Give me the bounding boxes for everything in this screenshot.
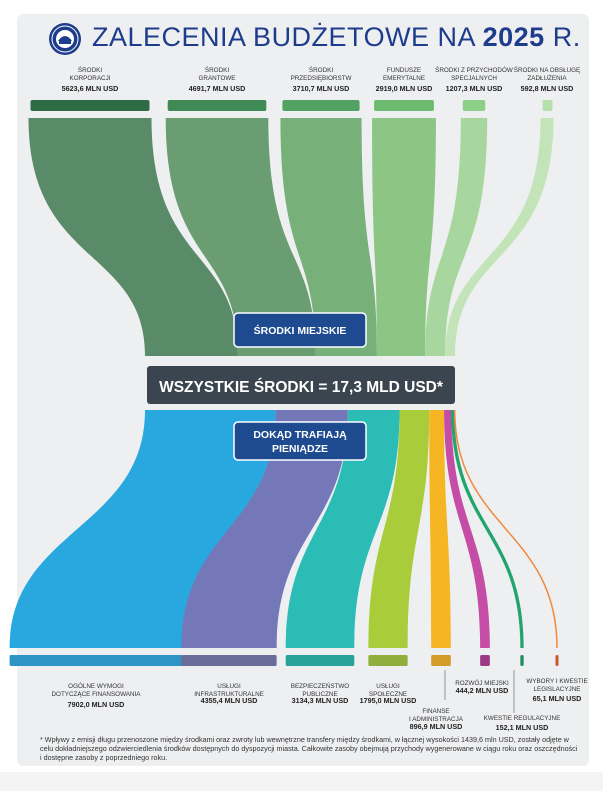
source-flow-band: [165, 118, 316, 356]
destination-flow-line: [451, 409, 524, 649]
title-suffix: R.: [552, 22, 581, 52]
destination-flow-line: [453, 409, 558, 649]
source-flow-band: [280, 118, 377, 356]
source-label: ŚRODKI: [309, 65, 333, 74]
source-label: EMERYTALNE: [383, 75, 425, 82]
source-label: FUNDUSZE: [387, 67, 421, 74]
source-label: GRANTOWE: [199, 75, 236, 82]
source-bar: [167, 100, 267, 111]
destination-label: FINANSE: [422, 708, 449, 715]
destination-flow-band: [181, 410, 348, 648]
destination-value-label: 444,2 MLN USD: [456, 686, 509, 695]
source-label: ZADŁUŻENIA: [527, 73, 567, 82]
destination-label: USŁUGI: [217, 683, 241, 690]
source-label: ŚRODKI NA OBSŁUGĘ: [514, 65, 581, 74]
destination-bar: [368, 655, 408, 666]
title-prefix: ZALECENIA BUDŻETOWE NA: [92, 22, 475, 52]
destination-value-label: 4355,4 MLN USD: [201, 696, 258, 705]
destination-bar: [555, 655, 559, 666]
city-funds-box: [233, 312, 367, 348]
destination-value-label: 152,1 MLN USD: [496, 723, 549, 732]
source-label: SPECJALNYCH: [451, 75, 497, 82]
page-bottom-strip: [0, 772, 603, 791]
source-label: KORPORACJI: [70, 75, 111, 82]
total-funds-box: [147, 366, 455, 404]
where-money-goes-label: PIENIĄDZE: [272, 443, 328, 455]
destination-value-label: 1795,0 MLN USD: [360, 696, 417, 705]
source-label: ŚRODKI Z PRZYCHODÓW: [435, 65, 513, 74]
total-funds-label: WSZYSTKIE ŚRODKI = 17,3 MLD USD*: [159, 378, 444, 396]
destination-bar: [181, 655, 277, 666]
destination-label: I ADMINISTRACJA: [409, 716, 464, 723]
source-bar: [462, 100, 486, 111]
destination-label: WYBORY I KWESTIE: [526, 678, 587, 685]
source-flow-band: [425, 118, 488, 356]
source-bar: [30, 100, 150, 111]
where-money-goes-label: DOKĄD TRAFIAJĄ: [253, 429, 347, 441]
source-value-label: 2919,0 MLN USD: [376, 84, 433, 93]
destination-bar: [520, 655, 524, 666]
destination-label: BEZPIECZEŃSTWO: [291, 681, 350, 690]
destination-bar: [285, 655, 355, 666]
destination-label: PUBLICZNE: [302, 691, 337, 698]
city-seal-icon: [49, 23, 81, 55]
destination-flow-band: [444, 410, 490, 648]
destination-bar: [480, 655, 490, 666]
destination-bar: [431, 655, 451, 666]
destination-label: SPOŁECZNE: [369, 691, 407, 698]
destination-label: DOTYCZĄCE FINANSOWANIA: [52, 691, 142, 698]
destination-label: INFRASTRUKTURALNE: [194, 691, 264, 698]
source-value-label: 592,8 MLN USD: [521, 84, 574, 93]
destination-value-label: 7902,0 MLN USD: [68, 700, 125, 709]
page-title: ZALECENIA BUDŻETOWE NA 2025 R.: [92, 22, 581, 53]
source-value-label: 4691,7 MLN USD: [189, 84, 246, 93]
source-value-label: 5623,6 MLN USD: [62, 84, 119, 93]
source-bar: [374, 100, 434, 111]
source-bar: [542, 100, 553, 111]
destination-value-label: 65,1 MLN USD: [533, 694, 582, 703]
destination-bar: [9, 655, 183, 666]
where-money-goes-box: [233, 421, 367, 461]
destination-label: KWESTIE REGULACYJNE: [484, 715, 561, 722]
source-value-label: 1207,3 MLN USD: [446, 84, 503, 93]
source-flow-band: [445, 118, 554, 356]
title-year: 2025: [482, 22, 545, 52]
header: ZALECENIA BUDŻETOWE NA 2025 R.: [48, 20, 588, 60]
destination-flow-band: [9, 410, 276, 648]
destination-flow-band: [285, 410, 400, 648]
destination-value-label: 3134,3 MLN USD: [292, 696, 349, 705]
destination-flow-band: [368, 410, 430, 648]
destination-label: LEGISLACYJNE: [534, 686, 581, 693]
footnote: * Wpływy z emisji długu przenoszone międ…: [40, 735, 578, 762]
destination-label: OGÓLNE WYMOGI: [68, 681, 124, 690]
destination-label: ROZWÓJ MIEJSKI: [455, 678, 509, 687]
source-label: ŚRODKI: [205, 65, 229, 74]
destination-label: USŁUGI: [376, 683, 400, 690]
destination-flow-band: [429, 410, 451, 648]
destination-value-label: 896,9 MLN USD: [410, 722, 463, 731]
source-flow-band: [28, 118, 239, 356]
source-bar: [282, 100, 360, 111]
source-value-label: 3710,7 MLN USD: [293, 84, 350, 93]
city-funds-label: ŚRODKI MIEJSKIE: [254, 324, 347, 337]
source-flow-band: [372, 118, 436, 356]
source-label: ŚRODKI: [78, 65, 102, 74]
source-label: PRZEDSIĘBIORSTW: [291, 75, 352, 82]
